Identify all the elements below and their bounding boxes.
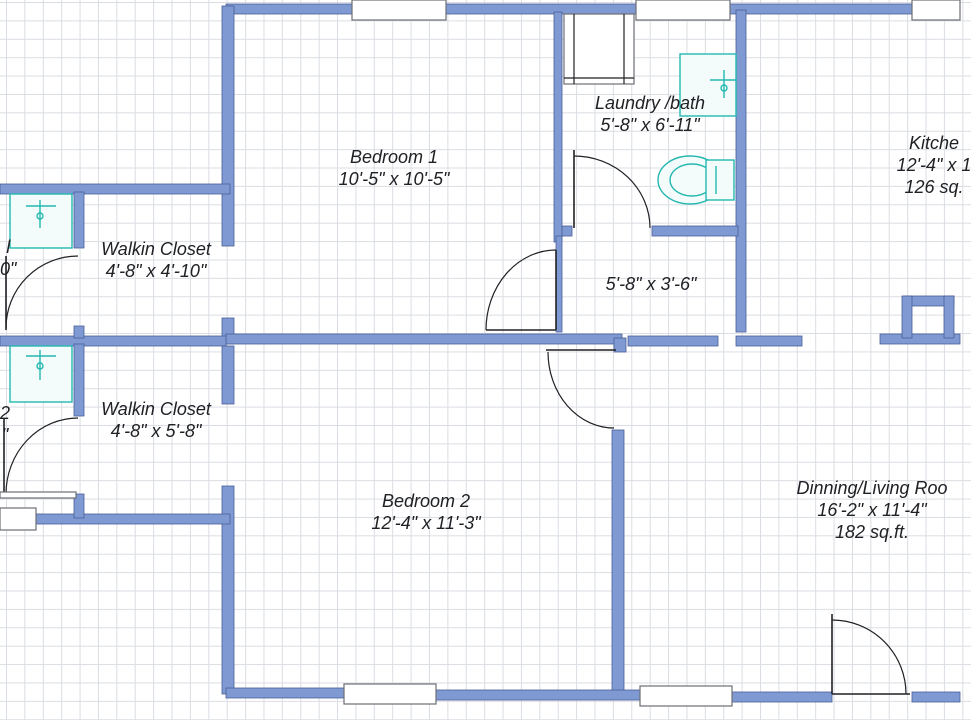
- wall-kitchen-stub-right: [943, 295, 955, 339]
- window-top-kitchen: [911, 0, 961, 21]
- closet1-dims: 4'-8" x 4'-10": [105, 261, 207, 281]
- wall-closet-divider-lower: [73, 343, 85, 417]
- wall-bedroom1-west: [221, 5, 235, 247]
- wall-kitchen-stub-left: [901, 295, 913, 339]
- wall-top-right-segment: [727, 3, 915, 15]
- closet2-name: Walkin Closet: [101, 399, 211, 419]
- wall-closet-divider-mid: [73, 325, 85, 339]
- walls: [0, 3, 961, 703]
- wall-laundry-west-lower: [555, 235, 563, 333]
- wall-bottom-far-right: [911, 691, 961, 703]
- label-closet1: Walkin Closet 4'-8" x 4'-10": [101, 238, 211, 282]
- living-dims: 16'-2" x 11'-4": [817, 500, 927, 520]
- laundry-name: Laundry /bath: [594, 93, 706, 113]
- wall-closet-divider-bottom: [73, 493, 85, 519]
- door-bedroom2-swing: [547, 351, 615, 429]
- wall-living-top-right: [879, 333, 961, 345]
- laundry-dims: 5'-8" x 6'-11": [600, 115, 700, 135]
- living-area: 182 sq.ft.: [834, 522, 910, 542]
- wall-middle-horizontal-left: [0, 335, 227, 347]
- laundry-sink-drain: [720, 84, 728, 92]
- wall-top-middle-segment: [445, 3, 637, 15]
- wall-laundry-east: [735, 9, 747, 333]
- wall-top-left-segment: [225, 3, 355, 15]
- wall-closet-divider-upper: [73, 191, 85, 249]
- wall-laundry-bottom-right: [651, 225, 739, 237]
- hall-dims: 5'-8" x 3'-6": [605, 274, 697, 294]
- wall-bedroom2-east: [611, 429, 625, 695]
- closet2-sink-drain: [36, 362, 44, 370]
- living-name: Dinning/Living Roo: [796, 478, 948, 498]
- windows: [0, 0, 961, 707]
- bedroom2-name: Bedroom 2: [381, 491, 471, 511]
- label-left-bath2: 2 ": [0, 402, 10, 446]
- doors: [0, 150, 910, 695]
- wall-living-top-left: [627, 335, 719, 347]
- door-bedroom1-swing: [485, 249, 557, 331]
- toilet-tank: [705, 159, 735, 201]
- washer-appliance-icon: [563, 13, 635, 85]
- wall-bedroom2-west: [221, 345, 235, 405]
- wall-living-top-mid: [735, 335, 803, 347]
- wall-laundry-bottom-left: [561, 225, 573, 237]
- bedroom1-dims: 10'-5" x 10'-5": [338, 169, 450, 189]
- label-laundry: Laundry /bath 5'-8" x 6'-11": [595, 92, 705, 136]
- wall-bottom-mid: [433, 689, 645, 701]
- closet1-name: Walkin Closet: [101, 239, 211, 259]
- label-hall: 5'-8" x 3'-6": [606, 273, 697, 295]
- wall-middle-horizontal: [225, 333, 623, 345]
- window-left-stub: [0, 507, 37, 531]
- door-laundry-swing: [573, 155, 651, 229]
- label-bedroom1: Bedroom 1 10'-5" x 10'-5": [339, 146, 450, 190]
- window-bottom-bedroom2: [343, 683, 437, 705]
- left-bath2-name: 2: [0, 403, 11, 423]
- kitchen-name: Kitche: [908, 133, 960, 153]
- label-living: Dinning/Living Roo 16'-2" x 11'-4" 182 s…: [796, 477, 947, 543]
- door-closet1-swing: [5, 255, 79, 329]
- bedroom2-dims: 12'-4" x 11'-3": [371, 513, 481, 533]
- wall-bedroom2-east-upper: [613, 337, 627, 353]
- closet2-threshold: [0, 491, 77, 499]
- label-left-bath1: l 0": [0, 236, 16, 280]
- closet2-sink-icon: [9, 345, 73, 403]
- wall-bottom-left: [225, 687, 347, 699]
- label-bedroom2: Bedroom 2 12'-4" x 11'-3": [371, 490, 480, 534]
- wall-closet2-bottom: [33, 513, 231, 525]
- fixtures: [9, 13, 737, 403]
- label-closet2: Walkin Closet 4'-8" x 5'-8": [101, 398, 211, 442]
- window-top-laundry: [635, 0, 731, 21]
- wall-closet1-top: [0, 183, 231, 195]
- laundry-sink-icon: [679, 53, 737, 117]
- bedroom1-name: Bedroom 1: [349, 147, 439, 167]
- kitchen-dims: 12'-4" x 1: [896, 155, 971, 175]
- left-bath1-dims: 0": [0, 259, 17, 279]
- window-top-bedroom1: [351, 0, 447, 21]
- door-closet2-swing: [5, 417, 79, 495]
- wall-bottom-right: [731, 691, 833, 703]
- left-bath1-name: l: [6, 237, 11, 257]
- window-bottom-living: [639, 685, 733, 707]
- closet1-sink-drain: [36, 212, 44, 220]
- closet1-sink-icon: [9, 193, 73, 249]
- left-bath2-dims: ": [1, 425, 9, 445]
- label-kitchen: Kitche 12'-4" x 1 126 sq.: [897, 132, 971, 198]
- closet2-dims: 4'-8" x 5'-8": [110, 421, 202, 441]
- door-living-swing: [831, 619, 907, 695]
- kitchen-area: 126 sq.: [904, 177, 964, 197]
- wall-laundry-west: [553, 11, 563, 243]
